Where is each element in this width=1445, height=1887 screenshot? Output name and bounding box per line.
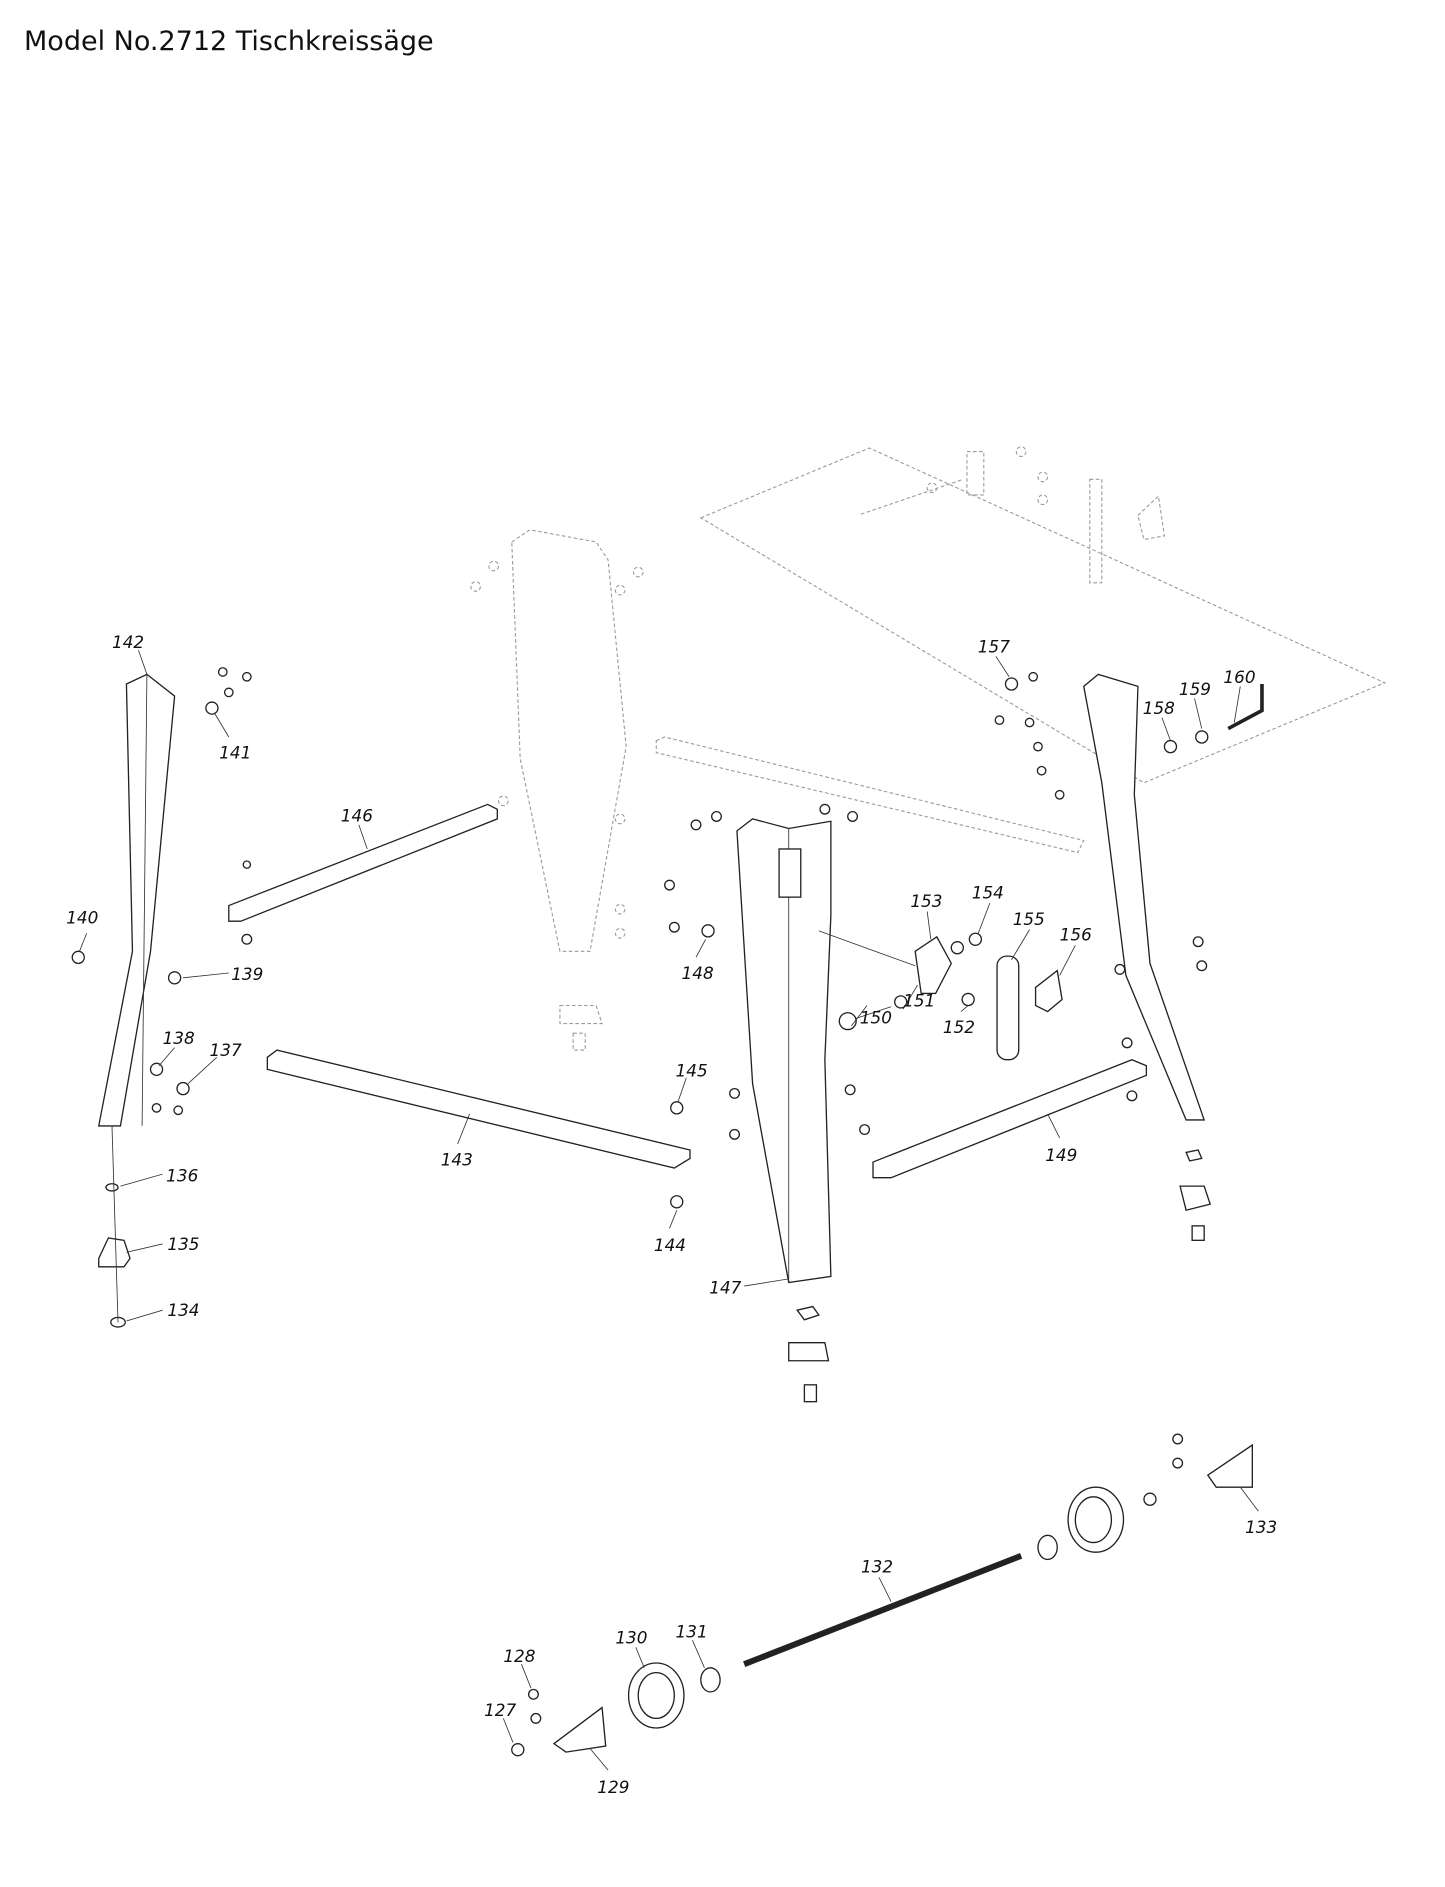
bracket-156 [1034,969,1063,1013]
hex-key-160 [1227,684,1264,731]
callout-145: 145 [676,1061,708,1081]
callout-150: 150 [860,1008,892,1028]
callout-135: 135 [167,1234,199,1254]
callout-131: 131 [676,1622,708,1642]
bracket-133 [1206,1443,1253,1488]
callout-155: 155 [1013,909,1045,929]
callout-146: 146 [341,805,373,825]
callout-127: 127 [484,1700,516,1720]
callout-137: 137 [210,1040,242,1060]
callout-140: 140 [66,908,98,928]
callout-141: 141 [219,743,251,763]
callout-144: 144 [654,1235,686,1255]
leg-rear-right [1083,673,1206,1121]
rail-143 [266,1049,691,1169]
callout-153: 153 [910,891,942,911]
callout-128: 128 [503,1646,535,1666]
part-callouts: 142 141 140 139 138 137 136 135 134 146 … [66,632,1277,1797]
nut-136 [105,1183,119,1192]
hardware-rear-right [994,671,1212,1241]
foot-135 [98,1237,131,1268]
callout-129: 129 [597,1777,629,1797]
callout-154: 154 [972,882,1004,902]
rail-149 [872,1058,1148,1179]
callout-136: 136 [166,1165,198,1185]
bracket-129 [552,1706,607,1753]
callout-130: 130 [615,1628,647,1648]
callout-149: 149 [1045,1145,1077,1165]
table-plane-outline [699,447,1387,784]
callout-159: 159 [1179,679,1211,699]
hardware-142 [71,667,252,1116]
callout-148: 148 [682,963,714,983]
hardware-147 [664,803,871,1403]
ghost-rear-leg [511,529,627,952]
washer-151 [894,995,908,1009]
callout-147: 147 [709,1277,741,1297]
ghost-top-hardware [860,446,1166,584]
callout-158: 158 [1143,698,1175,718]
leg-147 [736,818,832,1284]
rail-146 [228,803,498,922]
callout-134: 134 [167,1300,199,1320]
nut-154 [968,932,983,946]
callout-151: 151 [903,991,935,1011]
callout-132: 132 [861,1557,893,1577]
callout-142: 142 [112,632,144,652]
bracket-153 [914,935,953,995]
axle-132 [743,1553,1023,1667]
callout-152: 152 [943,1017,975,1037]
callout-156: 156 [1060,924,1092,944]
diagram-title: Model No.2712 Tischkreissäge [24,26,434,57]
callout-160: 160 [1223,667,1255,687]
callout-138: 138 [163,1028,195,1048]
nut-152 [961,992,975,1007]
leg-142 [97,673,176,1127]
ghost-rear-rail [655,736,1085,854]
clip-127 [511,1743,525,1757]
callout-143: 143 [441,1150,473,1170]
bolt-150 [838,1012,857,1031]
tube-155 [996,955,1020,1061]
callout-139: 139 [231,964,263,984]
callout-157: 157 [978,637,1010,657]
nut-128 [527,1688,539,1700]
callout-133: 133 [1245,1517,1277,1537]
leader-lines [79,650,1259,1771]
ring-131 [700,1667,721,1693]
